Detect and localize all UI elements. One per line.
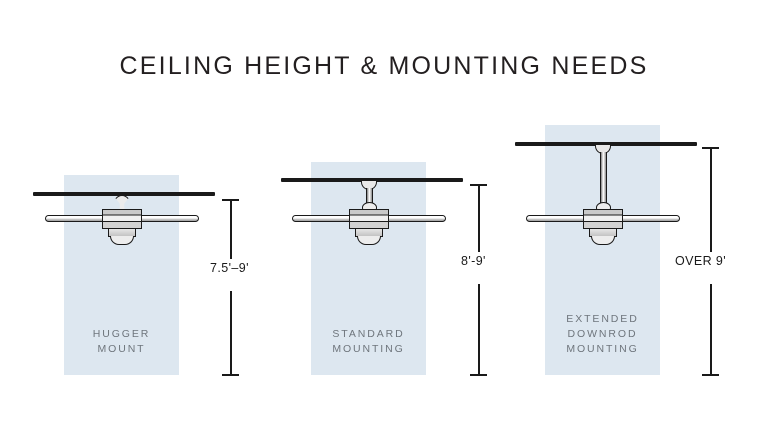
ceiling-line — [281, 178, 463, 182]
fan-downrod — [365, 188, 373, 206]
dimension-cap-top — [222, 199, 239, 202]
dimension-stem-upper — [710, 149, 712, 252]
dimension-stem-upper — [230, 201, 232, 259]
dimension-cap-top — [470, 184, 487, 187]
fan-motor-housing — [583, 209, 623, 229]
fan-motor-housing — [349, 209, 389, 229]
dimension-label: 7.5'–9' — [210, 261, 249, 275]
dimension-cap-top — [702, 147, 719, 150]
caption-line-1: HUGGER — [92, 328, 151, 340]
dimension-stem-lower — [710, 284, 712, 374]
panel-caption: HUGGER MOUNT — [64, 327, 179, 357]
caption-line-3: MOUNTING — [566, 343, 639, 355]
dimension-stem-lower — [478, 284, 480, 374]
panel-caption: STANDARD MOUNTING — [311, 327, 426, 357]
fan-motor-housing — [102, 209, 142, 229]
fan-downrod — [599, 152, 607, 206]
ceiling-line — [33, 192, 215, 196]
dimension-stem-lower — [230, 291, 232, 374]
dimension-label: 8'-9' — [461, 254, 486, 268]
ceiling-line — [515, 142, 697, 146]
dimension-label: OVER 9' — [675, 254, 727, 268]
caption-line-1: EXTENDED — [566, 313, 639, 325]
dimension-cap-bottom — [702, 374, 719, 377]
page-title: CEILING HEIGHT & MOUNTING NEEDS — [119, 52, 649, 80]
caption-line-2: MOUNTING — [332, 343, 405, 355]
dimension-cap-bottom — [222, 374, 239, 377]
caption-line-2: MOUNT — [97, 343, 146, 355]
dimension-stem-upper — [478, 186, 480, 252]
panel-caption: EXTENDED DOWNROD MOUNTING — [545, 312, 660, 357]
dimension-cap-bottom — [470, 374, 487, 377]
caption-line-2: DOWNROD — [567, 328, 638, 340]
caption-line-1: STANDARD — [332, 328, 405, 340]
